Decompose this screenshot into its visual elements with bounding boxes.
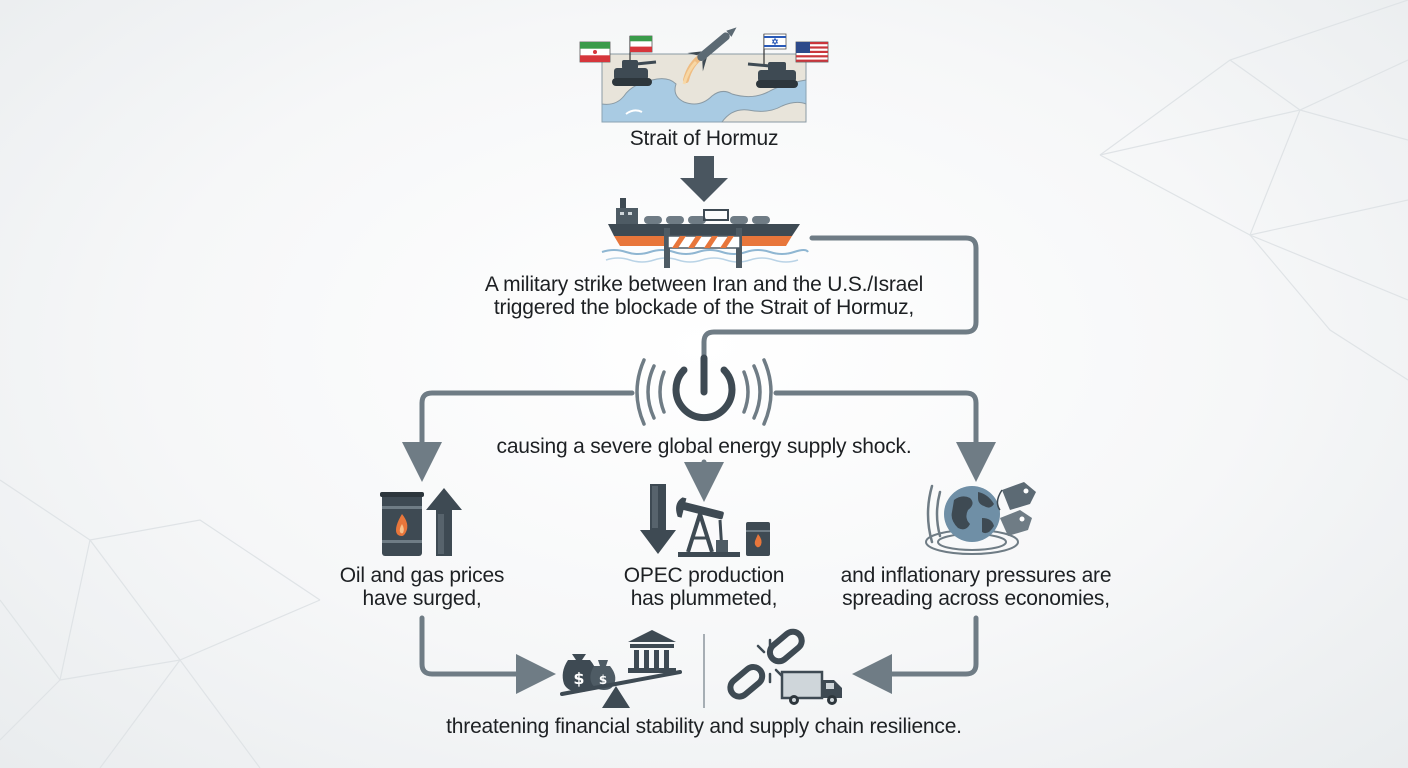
opec-label: OPEC production has plummeted,: [604, 564, 804, 610]
iran-flag-icon-2: [629, 35, 653, 66]
opec-label-line-2: has plummeted,: [630, 587, 778, 610]
oil-barrel-icon: [380, 492, 424, 556]
oil-pump-icon: [676, 497, 740, 557]
connector-shock-to-prices: [402, 390, 635, 482]
down-arrow-icon: [640, 484, 676, 554]
israel-flag-icon: [763, 33, 787, 66]
up-arrow-icon: [426, 488, 462, 556]
tank-icon: [612, 60, 657, 86]
hormuz-label: Strait of Hormuz: [629, 127, 779, 150]
bank-icon: [628, 630, 676, 673]
iran-flag-icon: [579, 41, 611, 63]
oil-tanker-icon: [601, 198, 809, 263]
connector-prices-to-threat: [419, 615, 556, 694]
scale-icon: [560, 670, 682, 708]
power-icon: [635, 354, 773, 426]
threat-label: threatening financial stability and supp…: [446, 715, 962, 738]
inflation-label-line-2: spreading across economies,: [842, 587, 1110, 610]
svg-text:$: $: [573, 669, 584, 688]
shock-label: causing a severe global energy supply sh…: [496, 435, 912, 458]
blockade-label-line-2: triggered the blockade of the Strait of …: [493, 296, 915, 319]
svg-text:$: $: [599, 673, 607, 687]
connector-inflation-to-threat: [852, 615, 979, 694]
connector-blockade-to-shock: [701, 235, 979, 359]
down-block-arrow: [680, 156, 728, 202]
barrier-icon: [664, 228, 742, 268]
inflation-label: and inflationary pressures are spreading…: [826, 564, 1126, 610]
broken-chain-icon: [727, 628, 805, 700]
prices-label-line-2: have surged,: [362, 587, 482, 610]
blockade-label-line-1: A military strike between Iran and the U…: [484, 273, 924, 296]
missile-icon: [682, 27, 737, 85]
blockade-label: A military strike between Iran and the U…: [454, 273, 954, 319]
truck-icon: [780, 670, 842, 705]
prices-label: Oil and gas prices have surged,: [322, 564, 522, 610]
us-flag-icon: [795, 41, 829, 63]
globe-icon: [925, 484, 1019, 555]
prices-label-line-1: Oil and gas prices: [339, 564, 505, 587]
oil-barrel-icon-small: [746, 522, 770, 556]
connector-shock-to-inflation: [773, 390, 996, 482]
tank-icon-2: [747, 62, 798, 88]
price-tag-icon: [996, 482, 1036, 536]
inflation-label-line-1: and inflationary pressures are: [840, 564, 1112, 587]
opec-label-line-1: OPEC production: [623, 564, 785, 587]
